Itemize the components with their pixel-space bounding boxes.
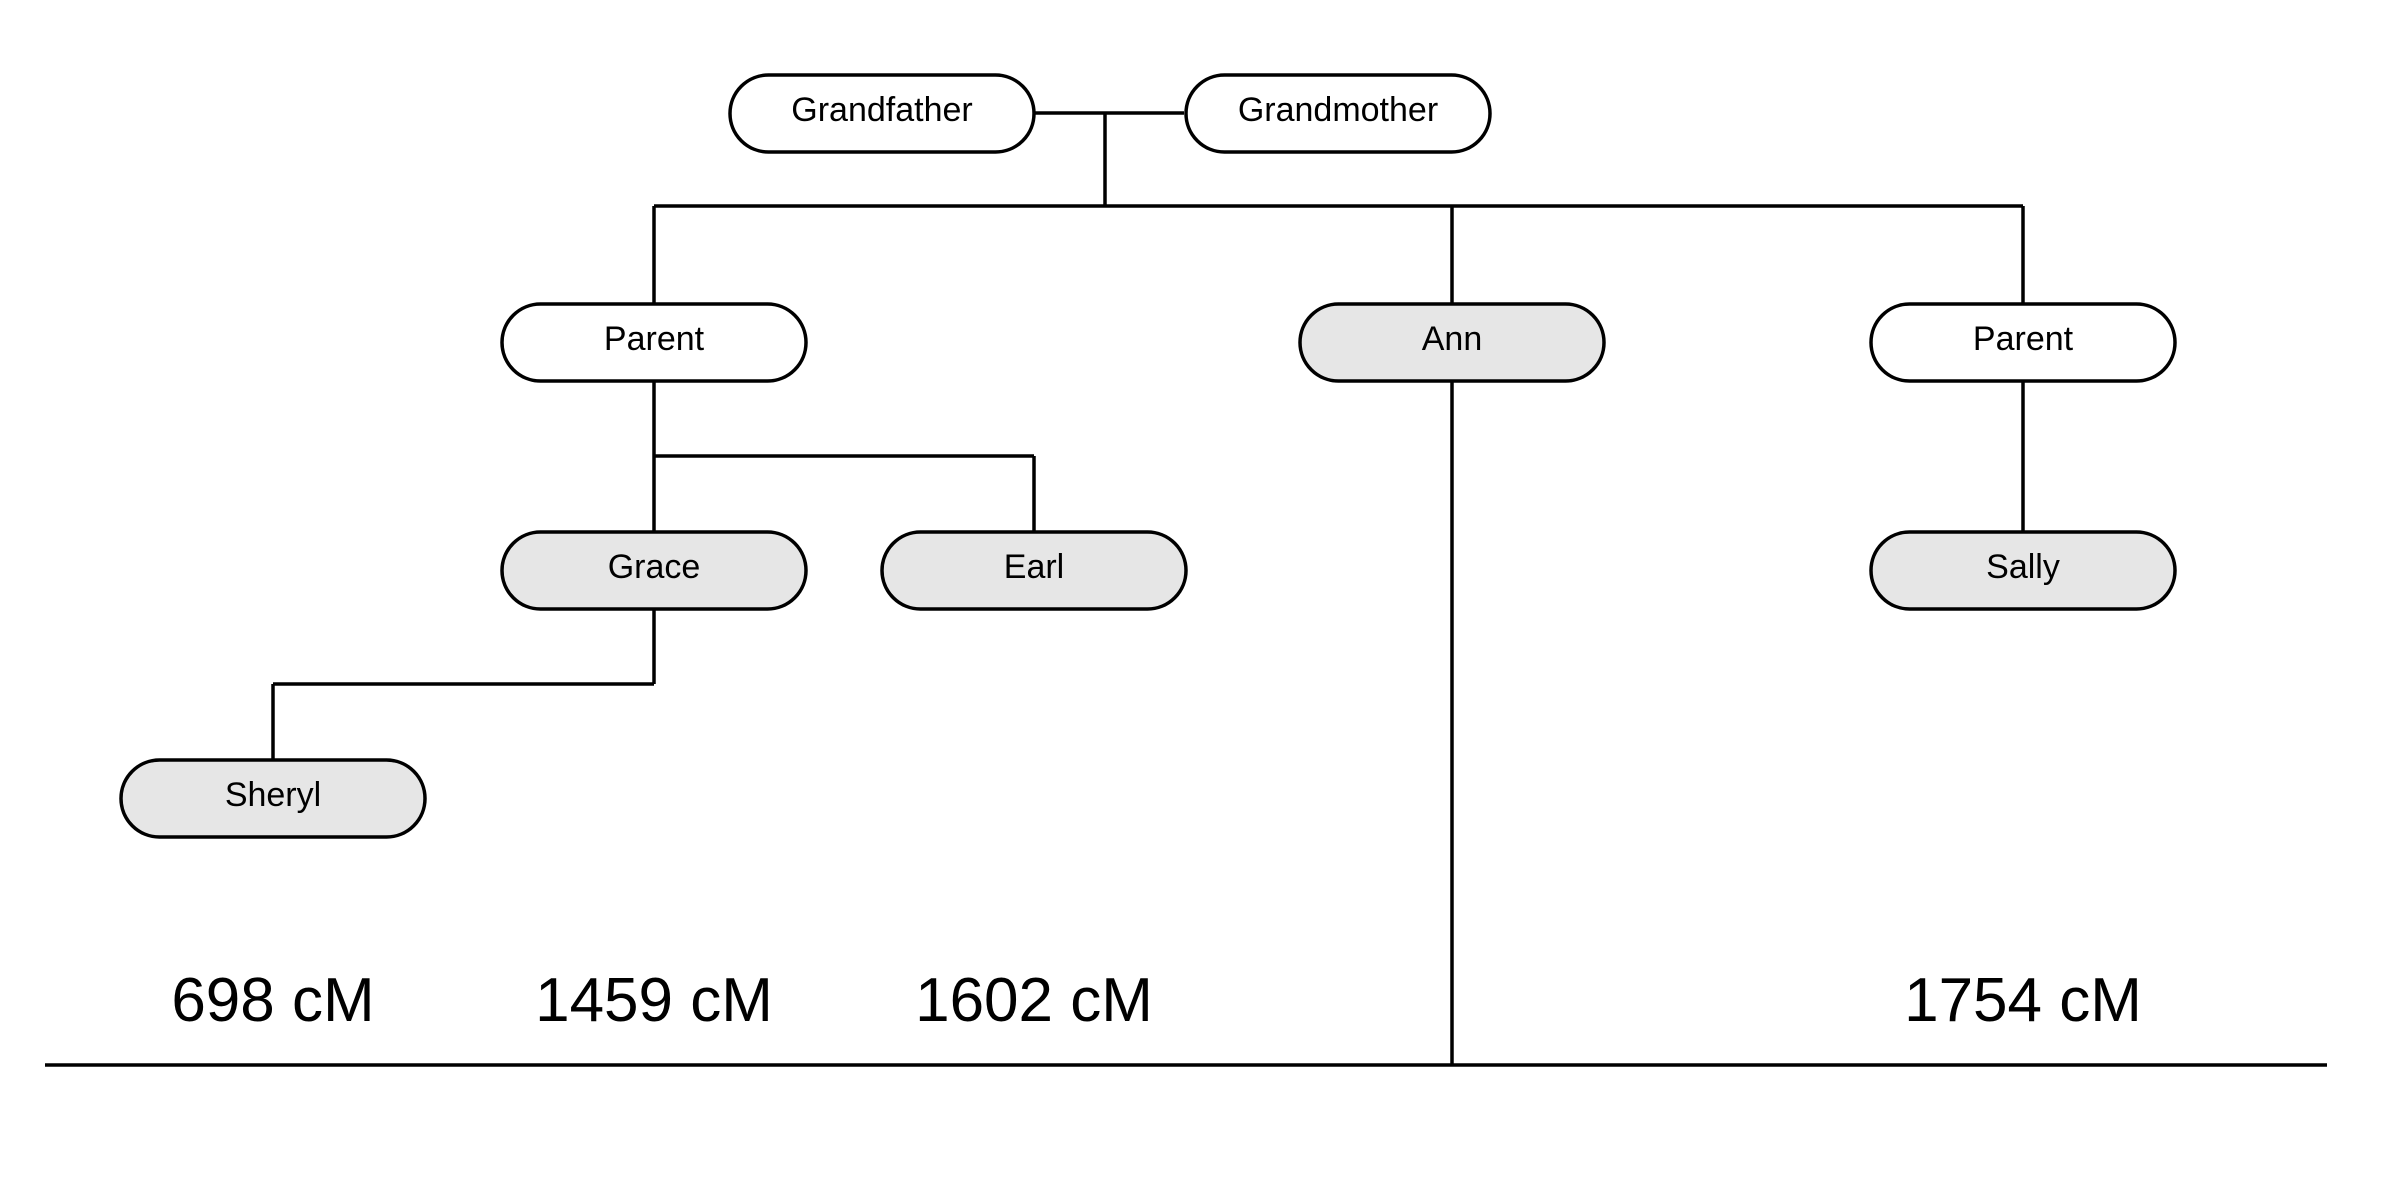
node-grandfather: Grandfather: [728, 73, 1036, 154]
node-sally-label: Sally: [1986, 548, 2060, 586]
node-parent-left-label: Parent: [604, 320, 705, 358]
cm-value-sheryl: 698 cM: [171, 966, 374, 1035]
node-sheryl: Sheryl: [119, 758, 427, 839]
node-grandmother-shape: [1184, 73, 1492, 154]
node-sheryl-label: Sheryl: [225, 776, 321, 814]
node-grandmother-label: Grandmother: [1238, 91, 1438, 129]
node-grace: Grace: [500, 530, 808, 611]
node-parent-right-shape: [1869, 302, 2177, 383]
node-parent-left: Parent: [500, 302, 808, 383]
node-ann-shape: [1298, 302, 1606, 383]
node-parent-right: Parent: [1869, 302, 2177, 383]
node-sally-shape: [1869, 530, 2177, 611]
node-sheryl-shape: [119, 758, 427, 839]
node-ann-label: Ann: [1422, 320, 1483, 358]
cm-values: 698 cM 1459 cM 1602 cM 1754 cM: [171, 966, 2142, 1035]
node-grace-shape: [500, 530, 808, 611]
cm-value-earl: 1602 cM: [915, 966, 1153, 1035]
node-earl-label: Earl: [1004, 548, 1064, 586]
node-ann: Ann: [1298, 302, 1606, 383]
node-grandfather-label: Grandfather: [791, 91, 972, 129]
node-grandfather-shape: [728, 73, 1036, 154]
node-earl-shape: [880, 530, 1188, 611]
connectors: [45, 111, 2327, 1067]
node-grandmother: Grandmother: [1184, 73, 1492, 154]
node-sally: Sally: [1869, 530, 2177, 611]
cm-value-grace: 1459 cM: [535, 966, 773, 1035]
node-parent-left-shape: [500, 302, 808, 383]
node-parent-right-label: Parent: [1973, 320, 2074, 358]
cm-value-sally: 1754 cM: [1904, 966, 2142, 1035]
node-grace-label: Grace: [608, 548, 701, 586]
node-earl: Earl: [880, 530, 1188, 611]
